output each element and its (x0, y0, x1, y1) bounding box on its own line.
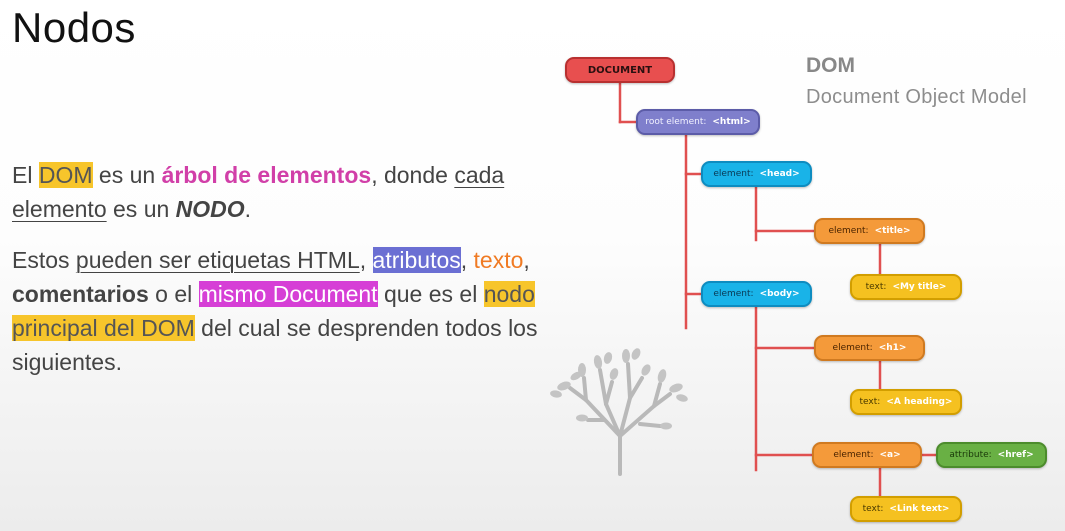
node-head-value: <head> (759, 169, 800, 179)
node-title-value: <title> (874, 226, 911, 236)
p1-text-5: . (244, 196, 252, 222)
node-root-html: root element: <html> (636, 109, 760, 135)
node-h1: element: <h1> (814, 335, 925, 361)
p1-text-1: El (12, 162, 39, 188)
emphasis-nodo: NODO (175, 196, 245, 222)
p1-text-2: es un (92, 162, 162, 188)
emphasis-arbol: árbol de elementos (161, 162, 372, 188)
p2-text-4: , (523, 247, 530, 273)
node-a-text: text: <Link text> (850, 496, 962, 522)
node-a-value: <a> (879, 450, 901, 460)
node-attribute-href: attribute: <href> (936, 442, 1047, 468)
slide-title: Nodos (12, 4, 136, 51)
underline-cada-elemento: cada elemento (12, 162, 505, 222)
node-a-text-value: <Link text> (889, 504, 950, 514)
p2-text-2: , (359, 247, 373, 273)
node-a: element: <a> (812, 442, 922, 468)
node-h1-value: <h1> (878, 343, 907, 353)
node-title-text-key: text: (865, 282, 887, 292)
node-head-key: element: (713, 169, 754, 179)
node-attribute-value: <href> (997, 450, 1034, 460)
paragraph-node-types: Estos pueden ser etiquetas HTML, atribut… (12, 243, 602, 379)
underline-pueden: pueden ser etiquetas HTML (75, 247, 360, 273)
paragraph-dom-definition: El DOM es un árbol de elementos, donde c… (12, 158, 602, 226)
p2-text-5: o el (148, 281, 199, 307)
p2-text-7: del cual se desprenden todos los siguien… (12, 315, 538, 375)
node-h1-text: text: <A heading> (850, 389, 962, 415)
node-attribute-key: attribute: (949, 450, 992, 460)
node-head: element: <head> (701, 161, 812, 187)
dom-label-title: DOM (806, 54, 855, 77)
node-document-label: DOCUMENT (587, 64, 653, 76)
node-root-value: <html> (712, 117, 751, 127)
emphasis-texto: texto (473, 247, 524, 273)
p1-text-3: , donde (371, 162, 455, 188)
highlight-dom: DOM (38, 162, 93, 188)
p2-text-6: que es el (377, 281, 484, 307)
node-root-key: root element: (645, 117, 707, 127)
dom-label-subtitle: Document Object Model (806, 86, 1027, 108)
p2-text-3: , (460, 247, 474, 273)
node-title-text-value: <My title> (892, 282, 947, 292)
tree-logo-icon (550, 348, 688, 476)
node-title: element: <title> (814, 218, 925, 244)
node-a-text-key: text: (862, 504, 884, 514)
highlight-atributos: atributos (372, 247, 461, 273)
emphasis-comentarios: comentarios (12, 281, 149, 307)
node-title-text: text: <My title> (850, 274, 962, 300)
node-h1-key: element: (832, 343, 873, 353)
node-title-key: element: (828, 226, 869, 236)
node-document: DOCUMENT (565, 57, 675, 83)
node-body-value: <body> (759, 289, 800, 299)
node-body: element: <body> (701, 281, 812, 307)
p1-text-4: es un (106, 196, 176, 222)
highlight-mismo-document: mismo Document (198, 281, 378, 307)
node-h1-text-value: <A heading> (886, 397, 953, 407)
node-a-key: element: (833, 450, 874, 460)
p2-text-1: Estos (12, 247, 76, 273)
node-h1-text-key: text: (859, 397, 881, 407)
node-body-key: element: (713, 289, 754, 299)
